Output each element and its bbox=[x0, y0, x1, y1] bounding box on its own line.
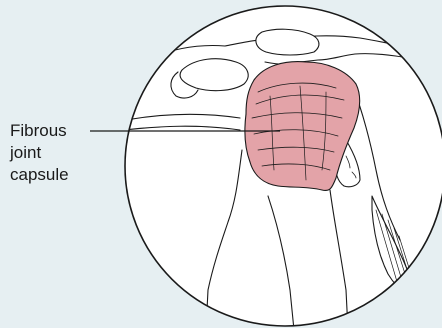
capsule-label-line-1: Fibrous bbox=[10, 120, 69, 142]
capsule-label: Fibrous joint capsule bbox=[10, 120, 69, 186]
capsule-label-line-2: joint bbox=[10, 142, 69, 164]
capsule-label-line-3: capsule bbox=[10, 164, 69, 186]
